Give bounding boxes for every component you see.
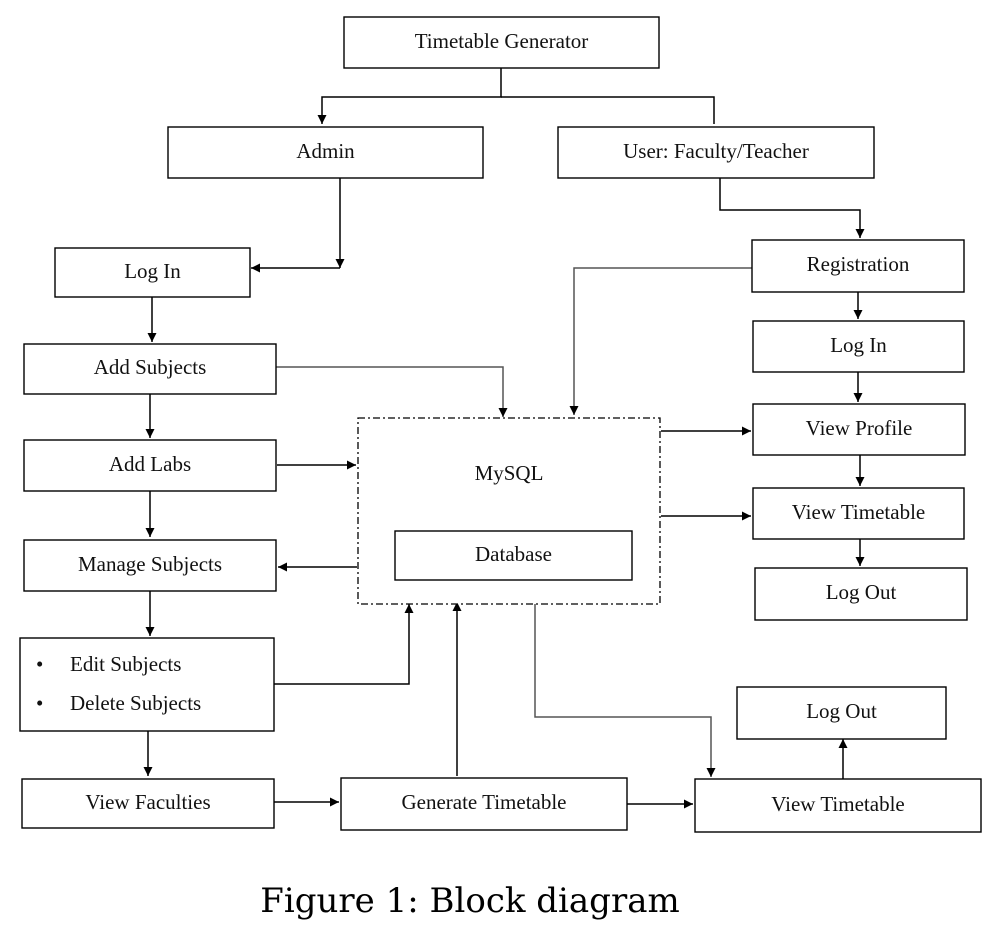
node-timetable-generator: Timetable Generator — [343, 16, 660, 69]
node-user-view-timetable: View Timetable — [752, 487, 965, 540]
node-edit-delete-subjects: • Edit Subjects • Delete Subjects — [19, 637, 275, 732]
node-label: Manage Subjects — [78, 552, 222, 576]
node-label: View Faculties — [85, 790, 210, 814]
edge-edit-to-db — [274, 604, 414, 685]
node-label: Registration — [807, 252, 910, 276]
node-label-delete: Delete Subjects — [70, 691, 201, 715]
node-label: Log In — [124, 259, 181, 283]
node-label: View Timetable — [771, 792, 905, 816]
node-label: Database — [475, 542, 552, 566]
node-label: View Profile — [806, 416, 913, 440]
node-label: Log Out — [806, 699, 877, 723]
node-label-edit: Edit Subjects — [70, 652, 181, 676]
node-label: User: Faculty/Teacher — [623, 139, 809, 163]
node-view-profile: View Profile — [752, 403, 966, 456]
edge-db-to-view-timetable — [534, 604, 716, 777]
node-add-subjects: Add Subjects — [23, 343, 277, 395]
node-label: Timetable Generator — [415, 29, 589, 53]
figure-caption: Figure 1: Block diagram — [260, 881, 679, 921]
edge-add-subjects-to-db — [276, 366, 508, 417]
edge-registration-to-db — [569, 267, 752, 415]
node-label: Generate Timetable — [401, 790, 566, 814]
edges — [143, 68, 865, 809]
node-registration: Registration — [751, 239, 965, 293]
node-admin-logout: Log Out — [736, 686, 947, 740]
node-admin: Admin — [167, 126, 484, 179]
edge-user-to-registration — [719, 178, 865, 238]
node-label: Add Subjects — [94, 355, 207, 379]
bullet: • — [36, 652, 43, 676]
node-view-faculties: View Faculties — [21, 778, 275, 829]
edge-root-to-user — [501, 96, 715, 124]
node-label: Add Labs — [109, 452, 191, 476]
node-add-labs: Add Labs — [23, 439, 277, 492]
node-manage-subjects: Manage Subjects — [23, 539, 277, 592]
node-admin-view-timetable: View Timetable — [694, 778, 982, 833]
node-user-login: Log In — [752, 320, 965, 373]
bullet: • — [36, 691, 43, 715]
node-user-logout: Log Out — [754, 567, 968, 621]
node-database: Database — [394, 530, 633, 581]
node-label: View Timetable — [792, 500, 926, 524]
node-label: Admin — [296, 139, 355, 163]
node-label: MySQL — [475, 461, 544, 485]
node-label: Log In — [830, 333, 887, 357]
edge-root-to-admin — [317, 68, 502, 124]
node-user: User: Faculty/Teacher — [557, 126, 875, 179]
node-admin-login: Log In — [54, 247, 251, 298]
node-generate-timetable: Generate Timetable — [340, 777, 628, 831]
node-label: Log Out — [826, 580, 897, 604]
node-mysql: MySQL Database — [357, 417, 661, 605]
